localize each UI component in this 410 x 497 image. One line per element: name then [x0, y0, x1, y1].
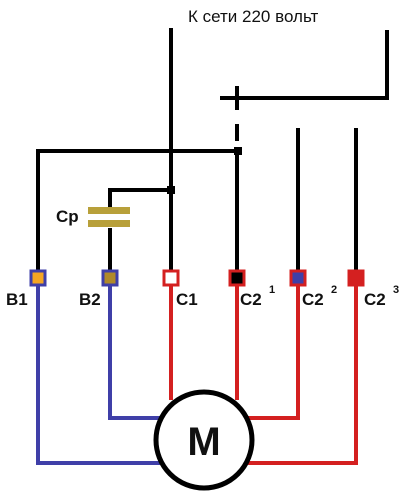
b1-bridge-wire	[36, 149, 237, 272]
terminal-c2-1	[228, 269, 246, 287]
terminal-label-c2-1: C2	[240, 290, 262, 309]
capacitor-label: Ср	[56, 207, 79, 226]
terminal-label-c2-2-sup: 2	[331, 284, 337, 296]
motor-label: M	[187, 420, 220, 464]
winding-wires	[36, 284, 358, 465]
terminal-c2-3	[347, 269, 365, 287]
terminal-c2-2	[289, 269, 307, 287]
junction-node-switch	[234, 147, 242, 155]
motor-circle	[153, 389, 255, 491]
terminal-label-c2-3-sup: 3	[393, 284, 399, 296]
junction-node-c1	[167, 186, 175, 194]
supply-title: К сети 220 вольт	[188, 7, 318, 26]
terminal-label-c1: C1	[176, 290, 198, 309]
terminal-label-c2-1-sup: 1	[269, 284, 275, 296]
capacitor-top-wire	[108, 188, 171, 207]
terminal-label-b1: B1	[6, 290, 28, 309]
capacitor	[88, 207, 130, 227]
terminal-label-b2: B2	[79, 290, 101, 309]
terminal-label-c2-2: C2	[302, 290, 324, 309]
b2-winding-wire	[108, 284, 165, 420]
supply-wire-2	[220, 30, 389, 100]
capacitor-plate-top	[88, 207, 130, 214]
capacitor-plate-bottom	[88, 220, 130, 227]
supply-wires	[36, 28, 389, 272]
terminal-b2	[101, 269, 119, 287]
terminal-c1	[162, 269, 180, 287]
terminal-b1	[29, 269, 47, 287]
b1-winding-wire	[36, 284, 160, 465]
terminal-label-c2-3: C2	[364, 290, 386, 309]
c2-2-winding-wire	[245, 284, 300, 420]
c2-3-winding-wire	[248, 284, 358, 465]
